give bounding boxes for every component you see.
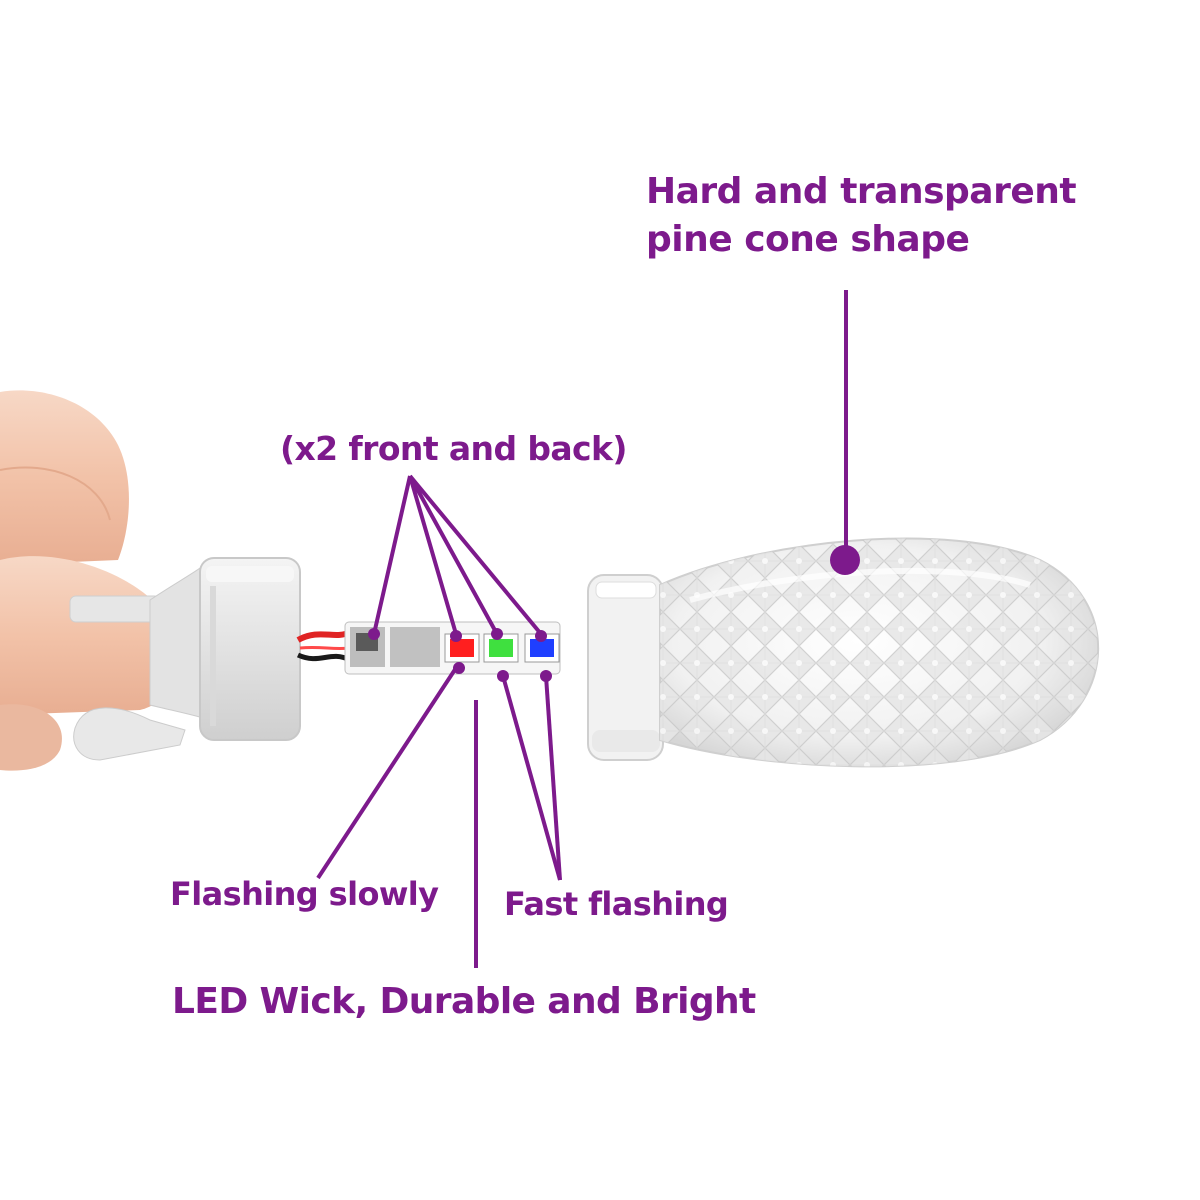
annotation-lines: [316, 290, 848, 968]
annotation-dots: [368, 545, 860, 682]
bulb-socket: [69, 557, 301, 761]
slow-flash-label: Flashing slowly: [170, 875, 439, 913]
cover-description-line1: Hard and transparent: [646, 171, 1077, 212]
led-red: [450, 639, 474, 657]
led-board: [344, 621, 561, 675]
led-green: [489, 639, 513, 657]
led-blue: [530, 639, 554, 657]
wires: [296, 629, 352, 663]
fast-flash-label: Fast flashing: [504, 885, 729, 923]
led-wick-label: LED Wick, Durable and Bright: [172, 981, 756, 1022]
cover-description-line2: pine cone shape: [646, 219, 970, 260]
led-count-note: (x2 front and back): [280, 429, 627, 468]
